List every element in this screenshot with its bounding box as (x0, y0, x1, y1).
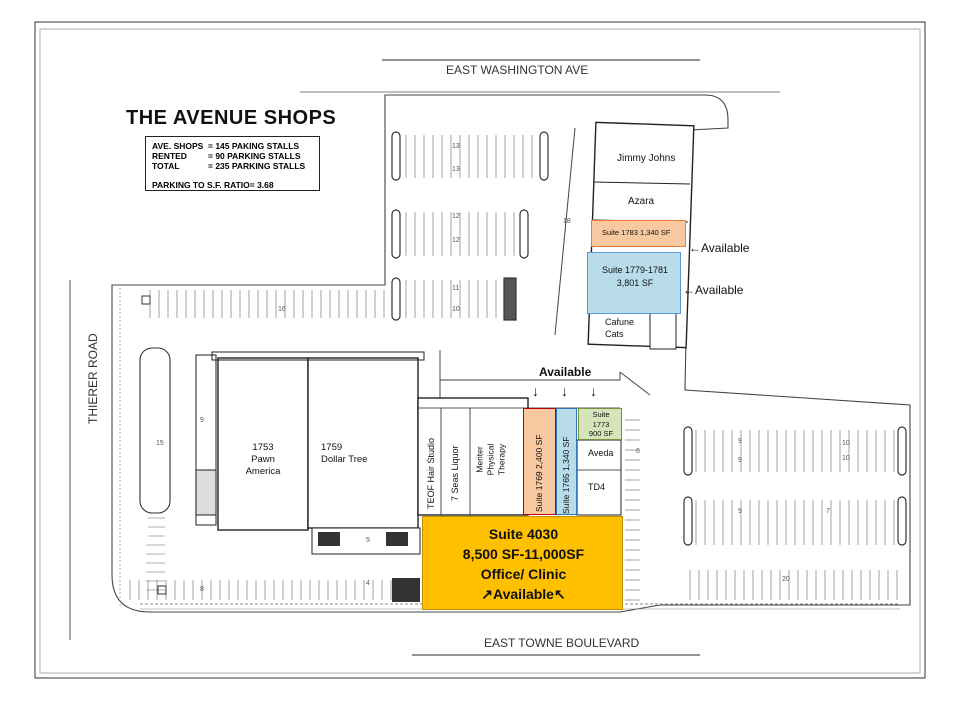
availability-top: Available (539, 365, 592, 379)
suite-1779-label: Suite 1779-1781 3,801 SF (601, 265, 669, 288)
stall-count: 8 (200, 586, 204, 593)
road-west-label: THIERER ROAD (86, 333, 100, 424)
stall-count: 13 (452, 166, 460, 173)
stall-count: 10 (842, 440, 850, 447)
stall-count: 5 (366, 537, 370, 544)
stall-count: 10 (452, 306, 460, 313)
stall-count: 7 (826, 508, 830, 515)
tenant-dollar-tree: 1759 Dollar Tree (321, 442, 368, 465)
tenant-teof-hair-studio: TEOF Hair Studio (426, 437, 436, 509)
tenant-aveda: Aveda (588, 448, 614, 458)
road-south-label: EAST TOWNE BOULEVARD (484, 636, 640, 650)
parking-row: TOTAL= 235 PARKING STALLS (152, 161, 306, 171)
suite-1773-label: Suite 1773 900 SF (588, 410, 614, 438)
road-north-label: EAST WASHINGTON AVE (446, 63, 589, 77)
suite-1769[interactable] (523, 408, 556, 515)
down-arrow-icon: ↓ (561, 383, 568, 399)
stall-count: 9 (738, 508, 742, 515)
suite-1783[interactable]: Suite 1783 1,340 SF (591, 220, 686, 247)
suite-4030-label: Suite 4030 8,500 SF-11,000SF Office/ Cli… (462, 526, 585, 602)
availability-1783: ←Available (689, 241, 750, 255)
availability-1779: ←Available (683, 283, 744, 297)
tenant-7-seas-liquor: 7 Seas Liquor (450, 445, 460, 501)
stall-count: 11 (452, 285, 460, 292)
stall-count: 16 (278, 306, 286, 313)
stall-count: 9 (200, 417, 204, 424)
parking-row: AVE. SHOPS= 145 PAKING STALLS (152, 141, 300, 151)
down-arrow-icon: ↓ (590, 383, 597, 399)
stall-count: 15 (156, 440, 164, 447)
stall-count: 12 (452, 237, 460, 244)
suite-4030[interactable]: Suite 4030 8,500 SF-11,000SF Office/ Cli… (422, 516, 623, 610)
suite-1773[interactable]: Suite 1773 900 SF (578, 408, 622, 440)
tenant-td4: TD4 (588, 482, 606, 492)
suite-1765-label: Suite 1765 1,340 SF (561, 436, 571, 514)
map-title: THE AVENUE SHOPS (126, 107, 337, 129)
suite-1783-label: Suite 1783 1,340 SF (602, 228, 671, 237)
stall-count: 20 (782, 576, 790, 583)
stall-count: 6 (636, 448, 640, 455)
suite-1779[interactable]: Suite 1779-1781 3,801 SF (587, 252, 681, 314)
stall-count: 4 (366, 580, 370, 587)
tenant-cafune-cats: Cafune Cats (605, 317, 635, 339)
suite-1765[interactable] (556, 408, 577, 515)
parking-row: RENTED= 90 PARKING STALLS (152, 151, 301, 161)
stall-count: 9 (738, 457, 742, 464)
tenant-jimmy-johns: Jimmy Johns (617, 153, 676, 164)
suite-1769-label: Suite 1769 2,400 SF (534, 434, 544, 512)
stall-count: 18 (563, 218, 571, 225)
parking-summary-rows: AVE. SHOPS= 145 PAKING STALLS RENTED= 90… (152, 141, 305, 171)
parking-summary-box: AVE. SHOPS= 145 PAKING STALLS RENTED= 90… (145, 136, 320, 191)
parking-ratio: PARKING TO S.F. RATIO= 3.68 (152, 180, 274, 190)
down-arrow-icon: ↓ (532, 383, 539, 399)
tenant-azara: Azara (628, 196, 655, 207)
stall-count: 9 (738, 438, 742, 445)
stall-count: 12 (452, 213, 460, 220)
stall-count: 10 (842, 455, 850, 462)
tenant-pawn-america: 1753 Pawn America (245, 442, 281, 477)
stall-count: 13 (452, 143, 460, 150)
